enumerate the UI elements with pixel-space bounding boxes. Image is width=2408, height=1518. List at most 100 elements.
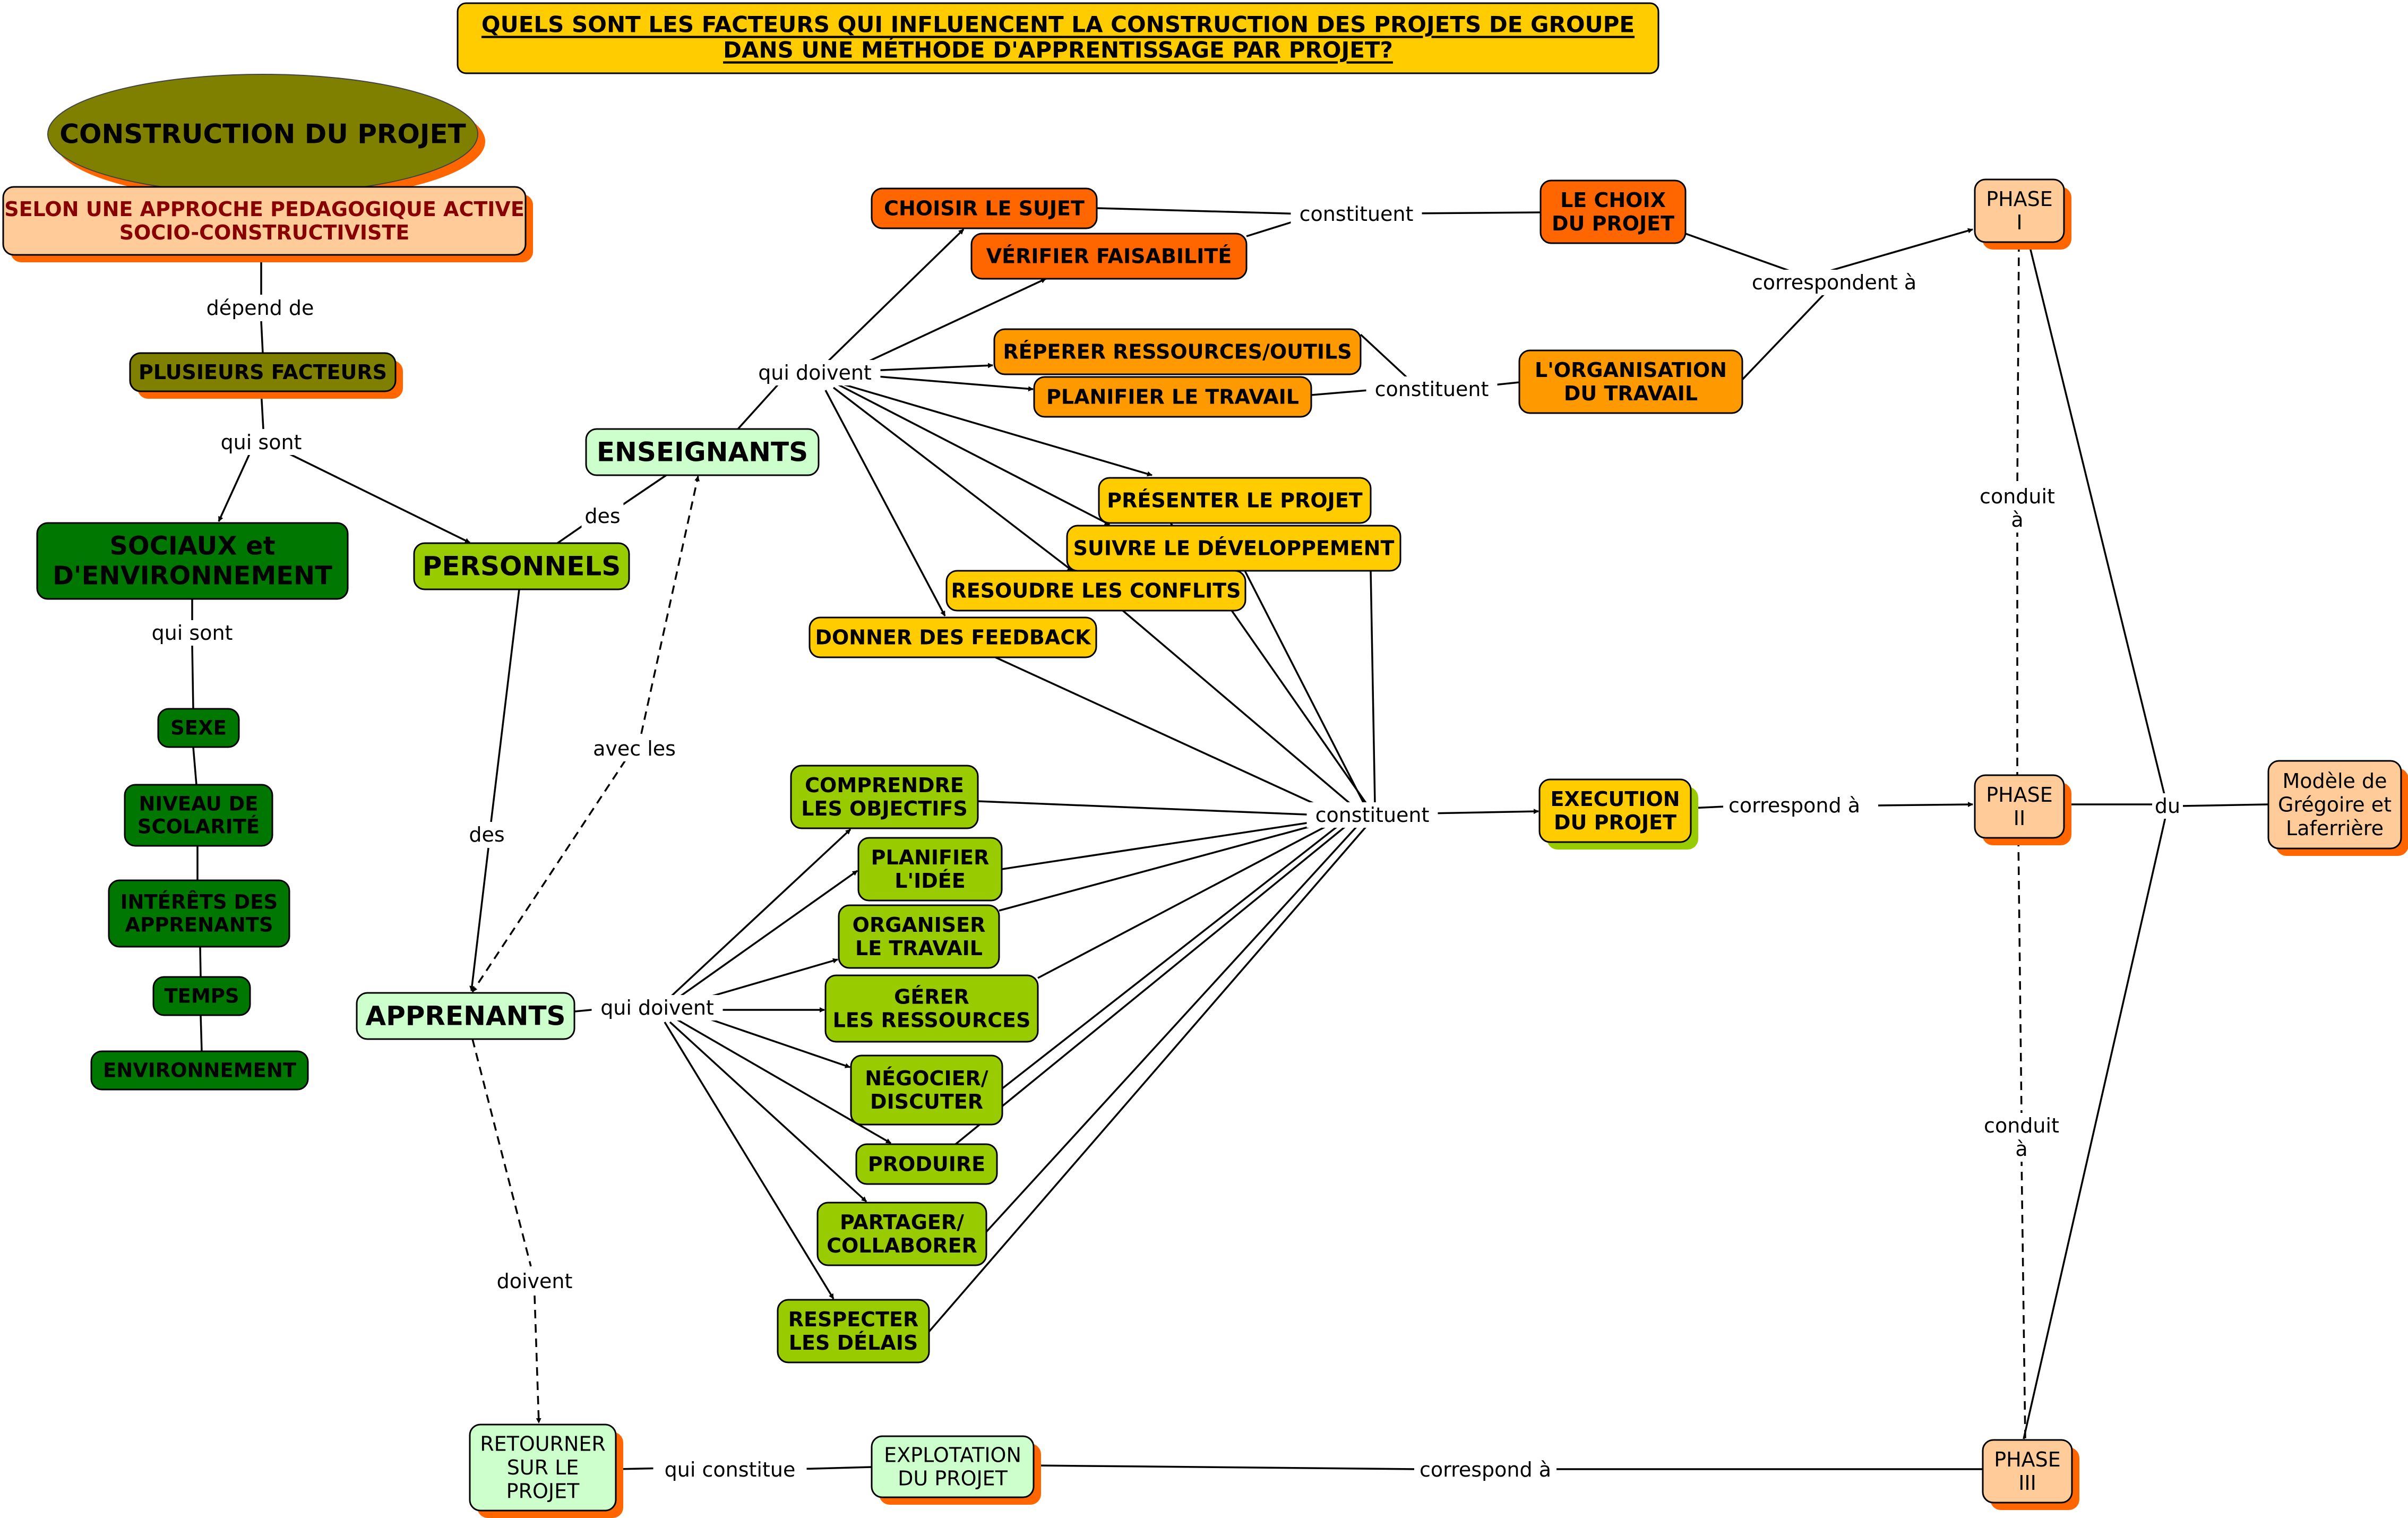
node-enseignants[interactable]: ENSEIGNANTS [585,428,820,476]
link-label-text: à [2015,1137,2027,1161]
node-label: ORGANISER [853,913,986,937]
node-shape [413,542,630,590]
edge-interets-temps [199,946,202,977]
node-label: ENVIRONNEMENT [103,1059,297,1082]
node-label: III [2018,1471,2036,1495]
node-label: SUR LE [507,1456,579,1479]
title-line: QUELS SONT LES FACTEURS QUI INFLUENCENT … [481,12,1635,38]
node-construction[interactable]: CONSTRUCTION DU PROJET [47,74,485,201]
link-label-text: qui constitue [665,1458,796,1481]
link-label-text: correspond à [1728,794,1860,817]
node-apprenants[interactable]: APPRENANTS [356,992,575,1040]
node-negocier[interactable]: NÉGOCIER/DISCUTER [850,1054,1003,1126]
node-suivre[interactable]: SUIVRE LE DÉVELOPPEMENT [1066,525,1401,572]
node-shape [1974,774,2065,839]
link-label-bg [1723,793,1865,818]
node-personnels[interactable]: PERSONNELS [413,542,630,590]
node-label: GÉRER [894,985,969,1008]
node-label: DU PROJET [1552,212,1674,235]
link-label-avec-les: avec les [586,736,683,761]
node-label: RETOURNER [480,1433,606,1456]
node-shape [1974,178,2065,243]
node-label: LE CHOIX [1560,188,1666,212]
node-environnement[interactable]: ENVIRONNEMENT [90,1050,309,1091]
node-shape [816,1202,987,1266]
node-shape [790,765,979,829]
node-label: DU TRAVAIL [1564,382,1698,405]
node-sociaux[interactable]: SOCIAUX etD'ENVIRONNEMENT [36,522,349,600]
edge-qd-choisir [824,228,965,365]
node-donner[interactable]: DONNER DES FEEDBACK [809,616,1097,658]
node-label: DU PROJET [1554,811,1676,834]
link-label-text: qui doivent [600,996,714,1019]
node-shape [356,992,575,1040]
node-shape [871,187,1098,229]
edge-des-enseignants [616,474,667,510]
node-label: D'ENVIRONNEMENT [53,561,332,591]
node-label: PERSONNELS [423,551,621,582]
node-presenter[interactable]: PRÉSENTER LE PROJET [1098,477,1372,524]
node-label: LE TRAVAIL [855,937,983,960]
node-choisir[interactable]: CHOISIR LE SUJET [871,187,1098,229]
link-label-text: constituent [1300,202,1414,226]
node-plusieurs[interactable]: PLUSIEURS FACTEURS [129,352,403,399]
node-label: PHASE [1986,783,2053,807]
node-shape [108,879,290,948]
node-reperer[interactable]: RÉPERER RESSOURCES/OUTILS [993,328,1362,375]
link-label-text: constituent [1315,803,1430,827]
node-label: SEXE [170,717,227,740]
node-resoudre[interactable]: RESOUDRE LES CONFLITS [945,570,1246,612]
node-label: SUIVRE LE DÉVELOPPEMENT [1073,537,1395,560]
node-shape [2267,760,2402,850]
node-label: Grégoire et [2278,793,2392,817]
edge-temps-env [200,1015,203,1052]
node-shape [809,616,1097,658]
node-label: L'ORGANISATION [1535,358,1727,382]
node-temps[interactable]: TEMPS [152,976,251,1016]
edge-correspond-phase2 [1878,802,1973,808]
node-shape [129,352,397,392]
node-produire[interactable]: PRODUIRE [855,1143,998,1185]
connector-lines [191,178,2269,1470]
node-partager[interactable]: PARTAGER/COLLABORER [816,1202,987,1266]
node-label: PRÉSENTER LE PROJET [1107,489,1362,512]
node-approche[interactable]: SELON UNE APPROCHE PEDAGOGIQUE ACTIVESOC… [2,186,533,262]
node-shape [777,1299,930,1363]
edge-quisont-sexe [191,645,194,709]
edge-qd-planifier [870,375,1034,392]
node-label: APPRENANTS [365,1001,565,1032]
edge-donner-const3 [995,656,1322,808]
node-label: RESPECTER [788,1308,918,1331]
link-label-constituent-2: constituent [1366,376,1498,402]
node-label: PLANIFIER [871,846,990,869]
node-label: PARTAGER/ [840,1211,964,1234]
link-label-bg [1746,270,1922,295]
node-sexe[interactable]: SEXE [157,708,240,748]
node-verifier[interactable]: VÉRIFIER FAISABILITÉ [970,233,1248,280]
link-label-bg [491,1268,578,1294]
link-label-bg [1978,1113,2065,1162]
node-planifier-travail[interactable]: PLANIFIER LE TRAVAIL [1033,376,1312,418]
node-label: SOCIAUX et [109,531,275,561]
node-shape [90,1050,309,1091]
node-label: RÉPERER RESSOURCES/OUTILS [1003,340,1352,364]
link-label-text: du [2155,794,2180,818]
link-label-bg [143,620,241,646]
